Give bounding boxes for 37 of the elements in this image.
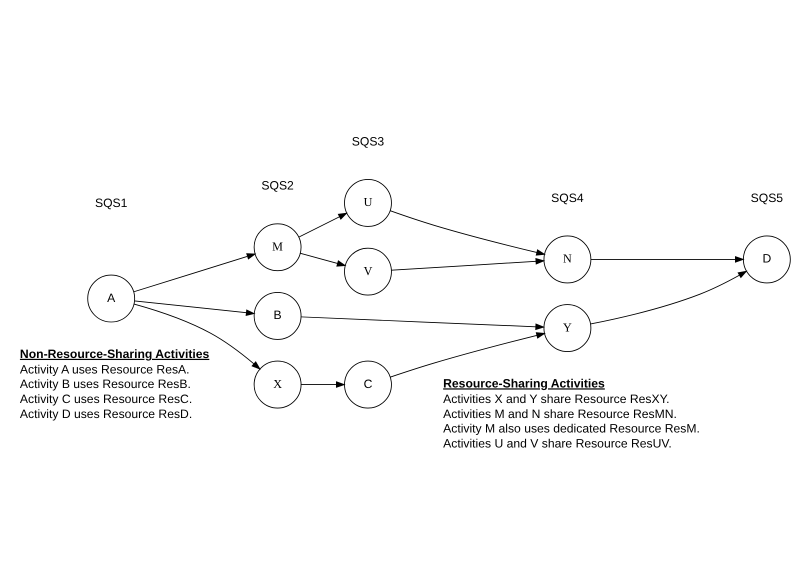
node-circle: D [742, 235, 791, 283]
node-circle: V [344, 247, 392, 295]
arrow [590, 270, 748, 324]
label: Activity A uses Resource ResA. [20, 362, 190, 376]
node-circle: C [344, 360, 392, 408]
label: Activity M also uses dedicated Resource ResM. [443, 421, 700, 436]
node-circle: Y [544, 304, 592, 352]
label: Activities U and V share Resource ResUV. [443, 436, 672, 450]
label: SQS3 [352, 134, 384, 148]
node-circle: A [87, 274, 136, 322]
node-circle: U [344, 178, 392, 226]
label: Non-Resource-Sharing Activities [20, 346, 210, 360]
label: SQS4 [551, 190, 584, 204]
label: Activities X and Y share Resource ResXY. [443, 391, 670, 406]
arrow [134, 300, 256, 316]
arrow [590, 256, 745, 262]
label: Activity C uses Resource ResC. [20, 391, 192, 406]
arrow [300, 316, 545, 330]
label: SQS5 [750, 190, 784, 204]
node-circle: N [544, 235, 592, 283]
label: Activities M and N share Resource ResMN. [443, 406, 677, 420]
arrow [133, 252, 256, 292]
node-circle: X [254, 360, 302, 408]
node-circle: B [254, 292, 302, 340]
node-circle: M [254, 222, 302, 271]
label: Activity B uses Resource ResB. [20, 376, 191, 391]
label: SQS2 [261, 178, 294, 192]
label: SQS1 [94, 196, 128, 210]
arrow [391, 258, 546, 270]
arrow [300, 380, 346, 388]
arrow [300, 252, 346, 266]
arrow [298, 212, 348, 238]
arrow [390, 332, 546, 378]
arrow [390, 210, 546, 256]
label: Activity D uses Resource ResD. [20, 406, 192, 420]
label: Resource-Sharing Activities [443, 376, 605, 390]
arrow [134, 303, 261, 370]
